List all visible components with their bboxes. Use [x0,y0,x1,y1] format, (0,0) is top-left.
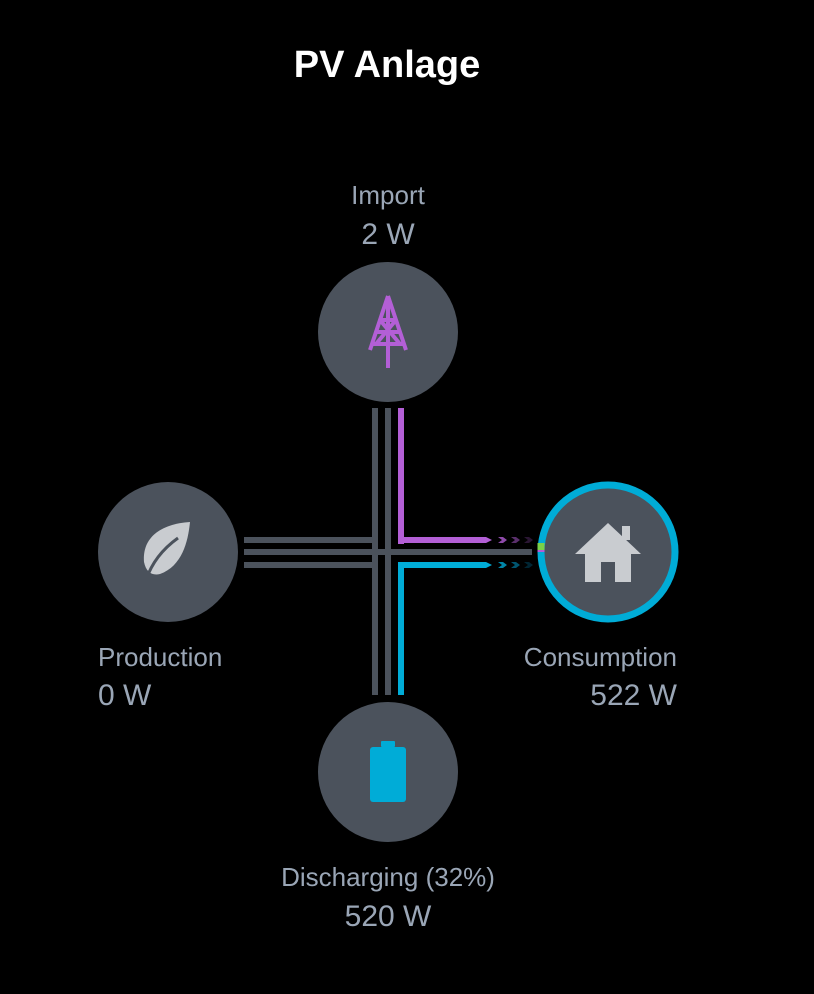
production-node[interactable] [98,482,238,622]
consumption-node[interactable] [537,481,679,623]
battery-icon [370,741,406,802]
import-value: 2 W [361,218,415,251]
chevron-import-3 [524,537,533,543]
line-production-2 [244,549,532,555]
chevron-import-1 [498,537,507,543]
battery-value: 520 W [344,900,432,933]
chevron-battery-2 [511,562,520,568]
consumption-label: Consumption [523,642,677,672]
flow-lines [244,408,533,695]
page-title: PV Anlage [293,44,481,86]
import-label: Import [351,180,425,210]
battery-label: Discharging (32%) [281,862,495,892]
chevron-battery-1 [498,562,507,568]
transmission-tower-icon [368,295,408,368]
line-production-1 [244,537,378,543]
line-battery-to-home-h [398,562,486,568]
arrow-battery [486,562,492,568]
production-label: Production [98,642,223,672]
home-icon [575,523,641,582]
production-value: 0 W [98,679,152,712]
line-production-3 [244,562,378,568]
import-node[interactable] [318,262,458,402]
line-battery-to-home [398,562,404,695]
battery-node[interactable] [318,702,458,842]
line-import-to-home-h [398,537,486,543]
chevron-battery-3 [524,562,533,568]
line-import-to-home [398,408,404,544]
chevron-import-2 [511,537,520,543]
consumption-value: 522 W [590,679,677,712]
leaf-icon [143,522,190,581]
arrow-import [486,537,492,543]
